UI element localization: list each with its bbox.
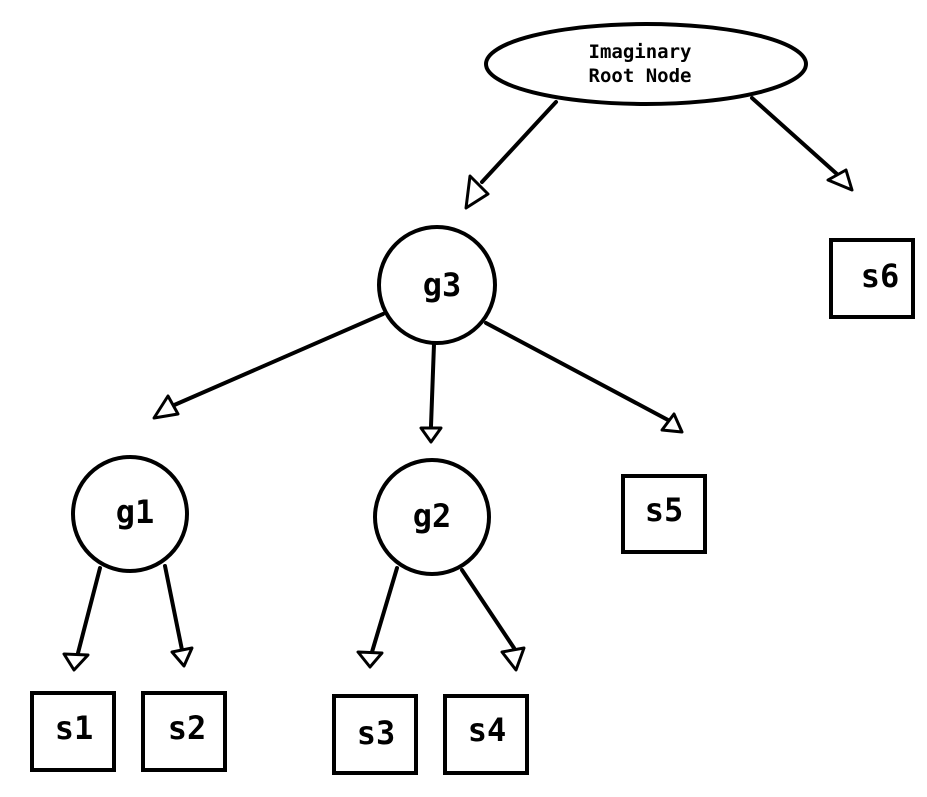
- edge-g1-s1-arrowhead: [62, 652, 90, 672]
- node-s3-box: [332, 694, 418, 775]
- node-g3-label: g3: [423, 266, 462, 304]
- node-s1-box: [30, 691, 116, 772]
- edge-g2-s3: [356, 566, 399, 669]
- edge-g1-s2-arrowhead: [170, 646, 194, 668]
- edge-g2-s3-arrowhead: [356, 650, 384, 669]
- node-s3: s3: [332, 694, 418, 775]
- edge-g1-s2: [163, 564, 194, 668]
- edge-g3-g1-arrowhead: [152, 394, 180, 420]
- node-s5: s5: [621, 474, 707, 554]
- edge-root-s6-arrowhead: [826, 168, 854, 192]
- edge-root-g3-arrowhead: [464, 174, 490, 210]
- edge-root-g3: [464, 100, 558, 210]
- edge-g3-s5: [484, 321, 684, 434]
- node-g2-label: g2: [413, 497, 452, 535]
- node-s3-label: s3: [357, 714, 396, 752]
- node-g1-circle: [71, 455, 189, 573]
- edge-g3-g2-arrowhead: [419, 426, 443, 444]
- edge-g2-s4-arrowhead: [500, 646, 526, 672]
- edges: [62, 96, 854, 672]
- node-s6-box: [829, 238, 915, 319]
- node-g1: g1: [71, 455, 189, 573]
- node-s5-label: s5: [645, 491, 684, 529]
- node-s2-box: [141, 691, 227, 772]
- edge-g1-s1: [62, 566, 102, 672]
- node-s4-box: [443, 694, 529, 775]
- node-s4: s4: [443, 694, 529, 775]
- edge-g3-g2: [419, 342, 443, 444]
- node-g3-circle: [377, 225, 497, 345]
- root-node-label-line2: Root Node: [589, 65, 692, 87]
- node-s1-label: s1: [55, 709, 94, 747]
- node-g2: g2: [373, 458, 491, 576]
- node-g3: g3: [377, 225, 497, 345]
- node-s5-box: [621, 474, 707, 554]
- node-s6-label: s6: [861, 257, 900, 295]
- root-node-ellipse: [484, 22, 808, 106]
- edge-root-s6: [750, 96, 854, 192]
- root-node: Imaginary Root Node: [484, 22, 808, 106]
- edge-g2-s4: [460, 568, 526, 672]
- node-s2-label: s2: [168, 709, 207, 747]
- edge-g3-g1: [152, 312, 385, 420]
- node-s6: s6: [829, 238, 915, 319]
- node-s1: s1: [30, 691, 116, 772]
- root-node-label-line1: Imaginary: [589, 41, 692, 63]
- node-s2: s2: [141, 691, 227, 772]
- node-s4-label: s4: [468, 711, 507, 749]
- edge-g3-s5-arrowhead: [660, 412, 684, 434]
- node-g1-label: g1: [116, 493, 155, 531]
- node-g2-circle: [373, 458, 491, 576]
